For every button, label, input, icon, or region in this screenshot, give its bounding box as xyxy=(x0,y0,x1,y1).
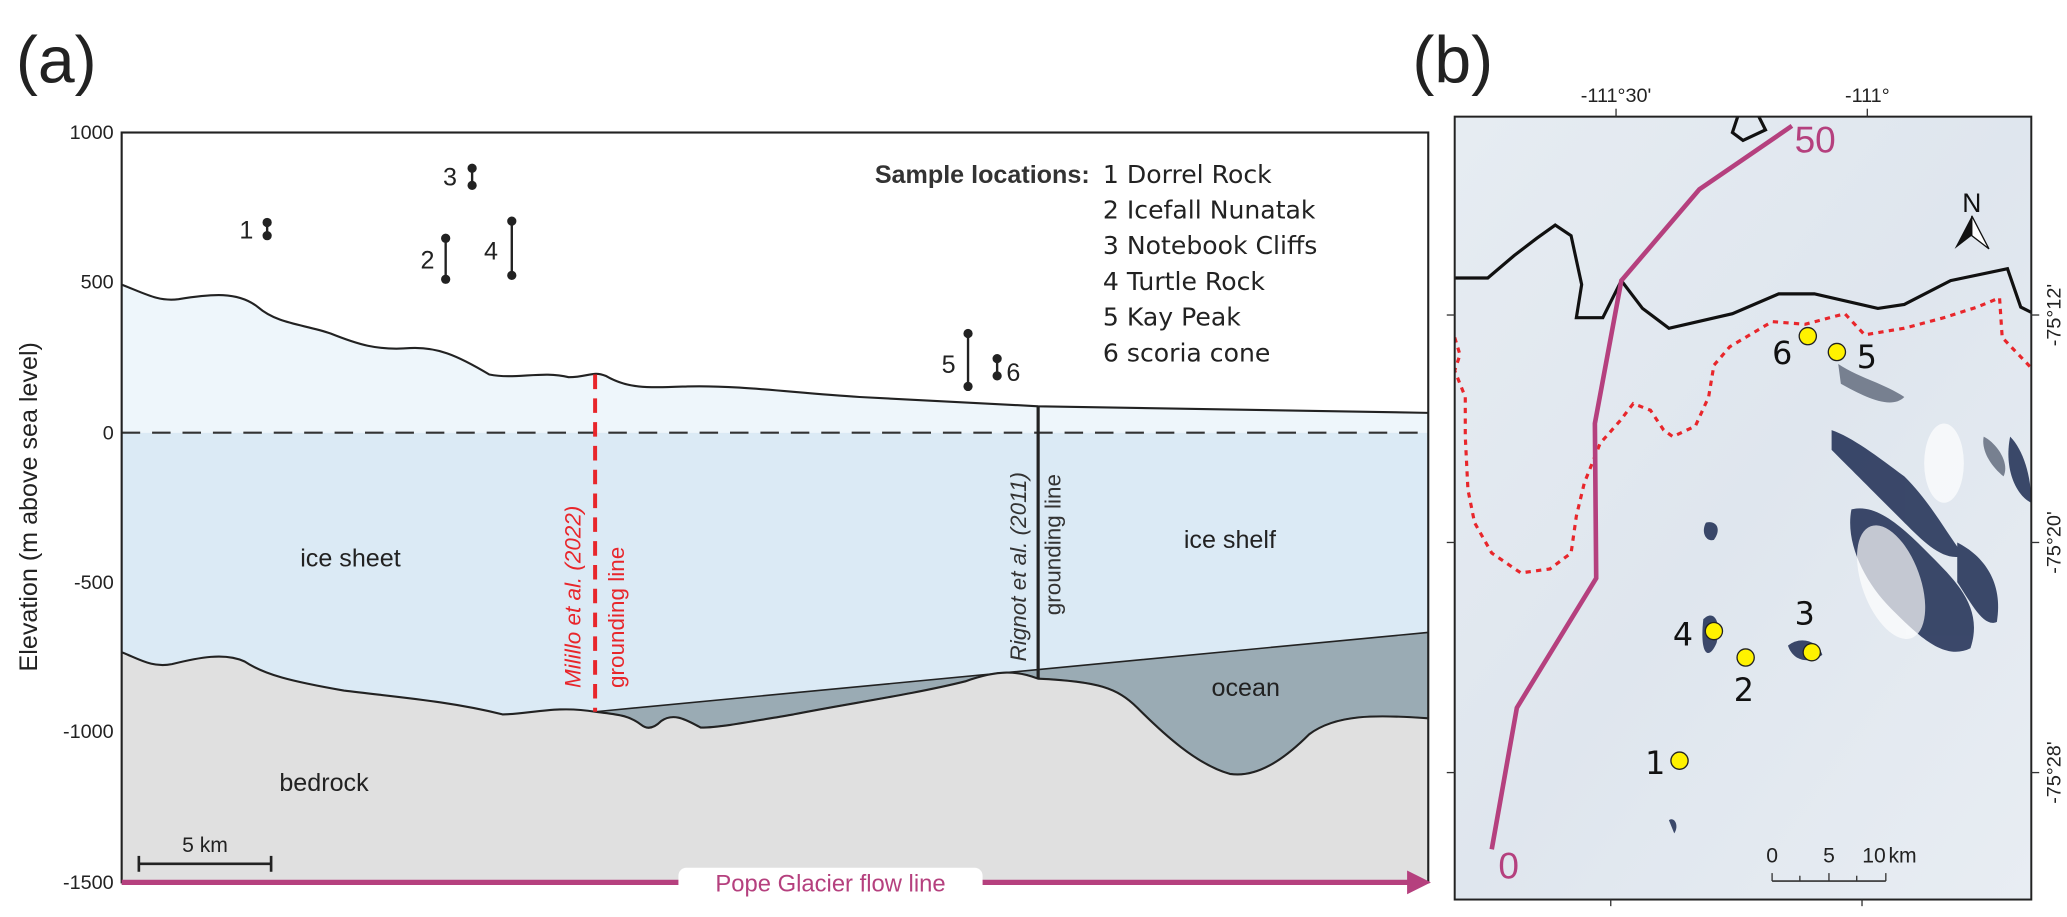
map-background xyxy=(1454,116,2032,900)
site-3-marker xyxy=(1802,642,1822,662)
site-4-marker xyxy=(1704,621,1724,641)
sample-bar-3 xyxy=(467,163,477,191)
grounding-line-loop xyxy=(1730,116,1768,143)
scale-tick-5: 5 xyxy=(1823,845,1835,868)
site-label-4: 4 xyxy=(1673,618,1693,654)
sample-bar-2 xyxy=(441,233,451,284)
rignot-label: Rignot et al. (2011) xyxy=(1006,472,1031,661)
scale-bar: 5 km xyxy=(137,834,273,872)
scale-tick-10: 10 xyxy=(1862,845,1886,868)
bedrock-label: bedrock xyxy=(279,769,369,797)
lat-tick: -75°20' xyxy=(2043,511,2065,573)
site-label-3: 3 xyxy=(1795,596,1815,632)
ocean-label: ocean xyxy=(1212,674,1280,702)
flow-start-label: 0 xyxy=(1498,844,1519,886)
bedrock-surface-line xyxy=(121,651,1429,776)
site-1-marker xyxy=(1670,751,1689,770)
legend-item: 5 Kay Peak xyxy=(1103,303,1241,332)
satellite-map: 0 50 1 2 3 4 5 6 N 0 5 xyxy=(1446,85,2065,907)
legend-item: 6 scoria cone xyxy=(1103,338,1270,367)
milillo-grounding-label: grounding line xyxy=(604,547,629,688)
site-label-6: 6 xyxy=(1772,336,1792,372)
lon-tick: -111°30' xyxy=(1581,85,1652,107)
y-axis-label: Elevation (m above sea level) xyxy=(15,342,43,671)
milillo-label: Milillo et al. (2022) xyxy=(561,506,586,688)
scale-bar-label: 5 km xyxy=(182,834,228,857)
site-5-marker xyxy=(1827,342,1847,362)
site-label-1: 1 xyxy=(1645,746,1665,782)
north-arrow-icon: N xyxy=(1954,188,1990,250)
rock-outcrops xyxy=(1838,363,2006,477)
site-2-marker xyxy=(1736,648,1755,667)
flow-line-map xyxy=(1489,123,1794,850)
sample-bar-5 xyxy=(963,328,973,392)
grounding-line-red xyxy=(1454,295,2032,575)
site-label-2: 2 xyxy=(1734,673,1754,709)
lat-tick: -75°28' xyxy=(2043,741,2065,803)
sample-label-3: 3 xyxy=(443,163,457,191)
y-tick: 0 xyxy=(103,422,114,444)
snow-highlights xyxy=(1857,423,1964,639)
legend-item: 2 Icefall Nunatak xyxy=(1103,195,1316,224)
site-6-marker xyxy=(1798,326,1818,346)
site-label-5: 5 xyxy=(1857,340,1877,376)
panel-b-letter: (b) xyxy=(1412,23,1493,97)
y-axis: 1000 500 0 -500 -1000 -1500 Elevation (m… xyxy=(15,122,114,894)
sample-label-2: 2 xyxy=(421,247,435,275)
map-scale-bar: 0 5 10 km xyxy=(1766,845,1917,882)
flow-line-arrow: Pope Glacier flow line xyxy=(121,867,1431,900)
y-tick: -500 xyxy=(74,572,114,594)
legend-item: 3 Notebook Cliffs xyxy=(1103,231,1317,260)
sample-label-6: 6 xyxy=(1006,359,1020,387)
lat-tick: -75°12' xyxy=(2043,284,2065,346)
rignot-grounding-label: grounding line xyxy=(1041,474,1066,615)
sample-bar-6 xyxy=(992,354,1002,381)
sample-elevation-bars xyxy=(262,163,1002,392)
y-tick: -1500 xyxy=(63,872,114,894)
sample-label-4: 4 xyxy=(484,237,498,265)
legend-title: Sample locations: xyxy=(875,161,1090,189)
sample-label-5: 5 xyxy=(942,351,956,379)
map-frame xyxy=(1453,115,2033,901)
y-tick: 500 xyxy=(81,272,114,294)
ice-surface-line xyxy=(121,283,1429,414)
north-label: N xyxy=(1962,188,1981,218)
ice-shelf-label: ice shelf xyxy=(1184,526,1277,554)
sample-sites xyxy=(1670,326,1847,770)
legend-item: 1 Dorrel Rock xyxy=(1103,160,1272,189)
y-tick: 1000 xyxy=(70,122,114,144)
bedrock-area xyxy=(121,652,1429,883)
scale-unit: km xyxy=(1888,845,1916,868)
flow-line-label: Pope Glacier flow line xyxy=(715,871,945,898)
panel-a-letter: (a) xyxy=(16,23,97,97)
flow-end-label: 50 xyxy=(1795,118,1836,160)
ice-above-sea-level xyxy=(121,284,1429,433)
ice-below-sea-level xyxy=(121,432,1429,715)
sample-legend: Sample locations: 1 Dorrel Rock 2 Icefal… xyxy=(875,160,1318,368)
y-tick: -1000 xyxy=(63,721,114,743)
legend-item: 4 Turtle Rock xyxy=(1103,267,1265,296)
scale-tick-0: 0 xyxy=(1766,845,1778,868)
sample-bar-1 xyxy=(262,217,272,241)
grounding-line-black xyxy=(1454,223,2032,330)
lon-tick: -111° xyxy=(1845,85,1890,107)
ice-sheet-label: ice sheet xyxy=(300,544,401,572)
sample-bar-4 xyxy=(507,216,517,280)
cross-section-plot: Milillo et al. (2022) grounding line Rig… xyxy=(15,122,1431,900)
sample-label-1: 1 xyxy=(239,216,253,244)
map-coordinates: -111°30' -111° -75°12' -75°20' -75°28' xyxy=(1446,85,2065,907)
